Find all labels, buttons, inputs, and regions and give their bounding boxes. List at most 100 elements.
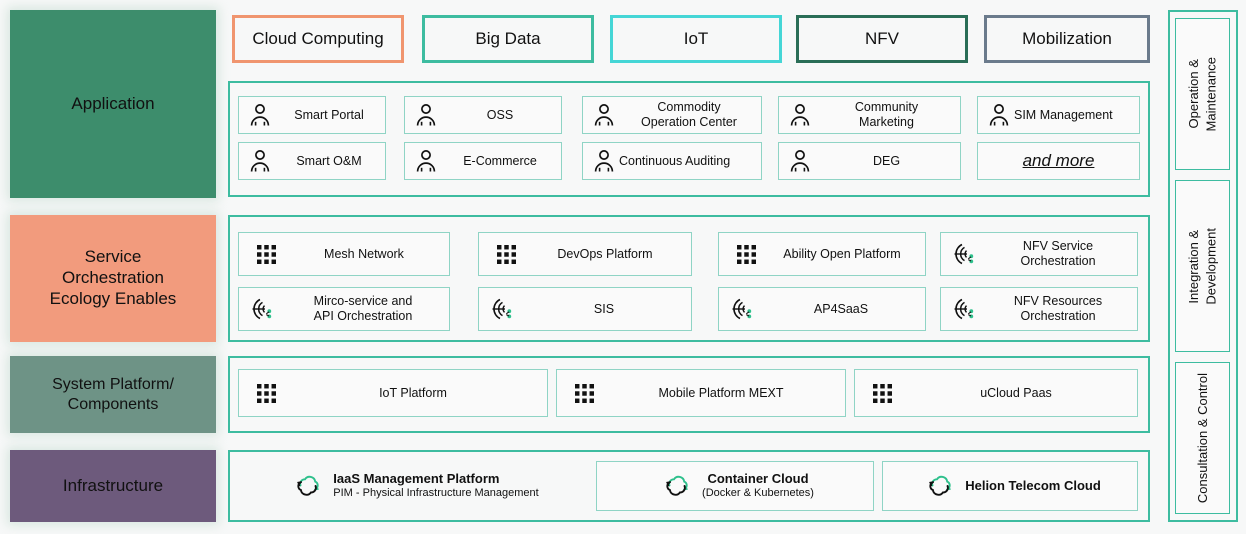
domain-tab-label: NFV <box>865 29 899 48</box>
application-card-and-more[interactable]: and more <box>977 142 1140 180</box>
service-card-nfv-service-orchestration[interactable]: NFV Service Orchestration <box>940 232 1138 276</box>
layer-label-service-orchestration: Service Orchestration Ecology Enables <box>10 215 216 342</box>
dot-grid-icon <box>253 244 279 264</box>
person-icon <box>413 103 439 127</box>
layer-label-system-text: System Platform/ Components <box>52 375 174 413</box>
person-icon <box>787 103 813 127</box>
infrastructure-card-iaas-management-platform-subtitle: PIM - Physical Infrastructure Management <box>333 487 539 500</box>
infrastructure-card-helion-telecom-cloud-title: Helion Telecom Cloud <box>965 477 1101 493</box>
system-card-iot-platform-label: IoT Platform <box>379 385 447 400</box>
service-card-sis[interactable]: SIS <box>478 287 692 331</box>
service-card-mesh-network-label: Mesh Network <box>324 246 404 261</box>
system-card-mobile-platform-mext[interactable]: Mobile Platform MEXT <box>556 369 846 417</box>
application-card-oss-label: OSS <box>486 107 514 122</box>
cloud-icon <box>660 473 694 499</box>
dot-grid-icon <box>869 383 895 403</box>
infrastructure-card-container-cloud-title: Container Cloud <box>707 471 809 486</box>
dot-grid-icon <box>571 383 597 403</box>
service-card-sis-label: SIS <box>593 301 615 316</box>
dot-grid-icon <box>493 244 519 264</box>
side-rail-label: Integration & Development <box>1185 227 1219 305</box>
service-card-nfv-resources-orchestration[interactable]: NFV Resources Orchestration <box>940 287 1138 331</box>
application-card-deg-label: DEG <box>872 153 901 168</box>
domain-tab-cloud-computing[interactable]: Cloud Computing <box>232 15 404 63</box>
service-card-devops-platform[interactable]: DevOps Platform <box>478 232 692 276</box>
domain-tab-label: Cloud Computing <box>252 29 384 48</box>
person-icon <box>787 149 813 173</box>
application-card-smart-portal[interactable]: Smart Portal <box>238 96 386 134</box>
system-card-iot-platform[interactable]: IoT Platform <box>238 369 548 417</box>
layer-label-application-text: Application <box>71 93 155 113</box>
system-card-ucloud-paas[interactable]: uCloud Paas <box>854 369 1138 417</box>
domain-tab-label: IoT <box>683 29 709 48</box>
side-rail-label: Consultation & Control <box>1194 372 1210 504</box>
application-card-sim-management[interactable]: SIM Management <box>977 96 1140 134</box>
infrastructure-card-container-cloud[interactable]: Container Cloud(Docker & Kubernetes) <box>596 461 874 511</box>
side-rail-integration-development[interactable]: Integration & Development <box>1175 180 1230 352</box>
cloud-icon <box>291 473 325 499</box>
infrastructure-card-iaas-management-platform-title: IaaS Management Platform <box>333 471 500 486</box>
person-icon <box>591 103 617 127</box>
layer-label-service-text: Service Orchestration Ecology Enables <box>49 247 177 308</box>
orchestration-icon <box>247 297 277 321</box>
orchestration-icon <box>487 297 517 321</box>
application-card-commodity-operation-center[interactable]: Commodity Operation Center <box>582 96 762 134</box>
domain-tab-label: Big Data <box>475 29 541 48</box>
application-card-community-marketing[interactable]: Community Marketing <box>778 96 961 134</box>
service-card-devops-platform-label: DevOps Platform <box>557 246 653 261</box>
application-card-smart-portal-label: Smart Portal <box>294 107 364 122</box>
domain-tab-big-data[interactable]: Big Data <box>422 15 594 63</box>
application-card-and-more-label: and more <box>1022 151 1095 170</box>
orchestration-icon <box>949 297 979 321</box>
orchestration-icon <box>727 297 757 321</box>
application-card-deg[interactable]: DEG <box>778 142 961 180</box>
application-card-continuous-auditing-label: Continuous Auditing <box>619 153 731 168</box>
domain-tab-mobilization[interactable]: Mobilization <box>984 15 1150 63</box>
application-card-sim-management-label: SIM Management <box>1014 107 1113 122</box>
dot-grid-icon <box>253 383 279 403</box>
domain-tab-label: Mobilization <box>1022 29 1112 48</box>
layer-label-infrastructure-text: Infrastructure <box>62 475 164 495</box>
service-card-mirco-service-and-api-orchestration[interactable]: Mirco-service and API Orchestration <box>238 287 450 331</box>
side-rail-consultation-control[interactable]: Consultation & Control <box>1175 362 1230 514</box>
application-card-continuous-auditing[interactable]: Continuous Auditing <box>582 142 762 180</box>
domain-tab-iot[interactable]: IoT <box>610 15 782 63</box>
service-card-ability-open-platform[interactable]: Ability Open Platform <box>718 232 926 276</box>
layer-label-application: Application <box>10 10 216 198</box>
application-card-e-commerce-label: E-Commerce <box>463 153 537 168</box>
application-card-commodity-operation-center-label: Commodity Operation Center <box>641 100 737 129</box>
infrastructure-card-container-cloud-text: Container Cloud(Docker & Kubernetes) <box>702 471 814 501</box>
application-card-smart-o-m[interactable]: Smart O&M <box>238 142 386 180</box>
application-card-e-commerce[interactable]: E-Commerce <box>404 142 562 180</box>
application-card-smart-o-m-label: Smart O&M <box>296 153 362 168</box>
service-card-nfv-service-orchestration-label: NFV Service Orchestration <box>1020 239 1096 268</box>
infrastructure-card-helion-telecom-cloud-text: Helion Telecom Cloud <box>965 478 1101 494</box>
person-icon <box>986 103 1012 127</box>
dot-grid-icon <box>733 244 759 264</box>
service-card-nfv-resources-orchestration-label: NFV Resources Orchestration <box>1013 294 1103 323</box>
system-card-mobile-platform-mext-label: Mobile Platform MEXT <box>658 385 784 400</box>
service-card-ap4saas-label: AP4SaaS <box>813 301 869 316</box>
system-card-ucloud-paas-label: uCloud Paas <box>980 385 1052 400</box>
side-rail-operation-maintenance[interactable]: Operation & Maintenance <box>1175 18 1230 170</box>
side-rail-label: Operation & Maintenance <box>1185 56 1219 132</box>
person-icon <box>591 149 617 173</box>
layer-label-infrastructure: Infrastructure <box>10 450 216 522</box>
service-card-ap4saas[interactable]: AP4SaaS <box>718 287 926 331</box>
layer-label-system-platform: System Platform/ Components <box>10 356 216 433</box>
orchestration-icon <box>949 242 979 266</box>
service-card-mesh-network[interactable]: Mesh Network <box>238 232 450 276</box>
person-icon <box>247 149 273 173</box>
service-card-mirco-service-and-api-orchestration-label: Mirco-service and API Orchestration <box>313 294 413 323</box>
person-icon <box>413 149 439 173</box>
service-card-ability-open-platform-label: Ability Open Platform <box>783 246 901 261</box>
cloud-icon <box>923 473 957 499</box>
application-card-community-marketing-label: Community Marketing <box>854 100 919 129</box>
domain-tab-nfv[interactable]: NFV <box>796 15 968 63</box>
infrastructure-card-helion-telecom-cloud[interactable]: Helion Telecom Cloud <box>882 461 1138 511</box>
application-card-oss[interactable]: OSS <box>404 96 562 134</box>
infrastructure-card-container-cloud-subtitle: (Docker & Kubernetes) <box>702 487 814 500</box>
